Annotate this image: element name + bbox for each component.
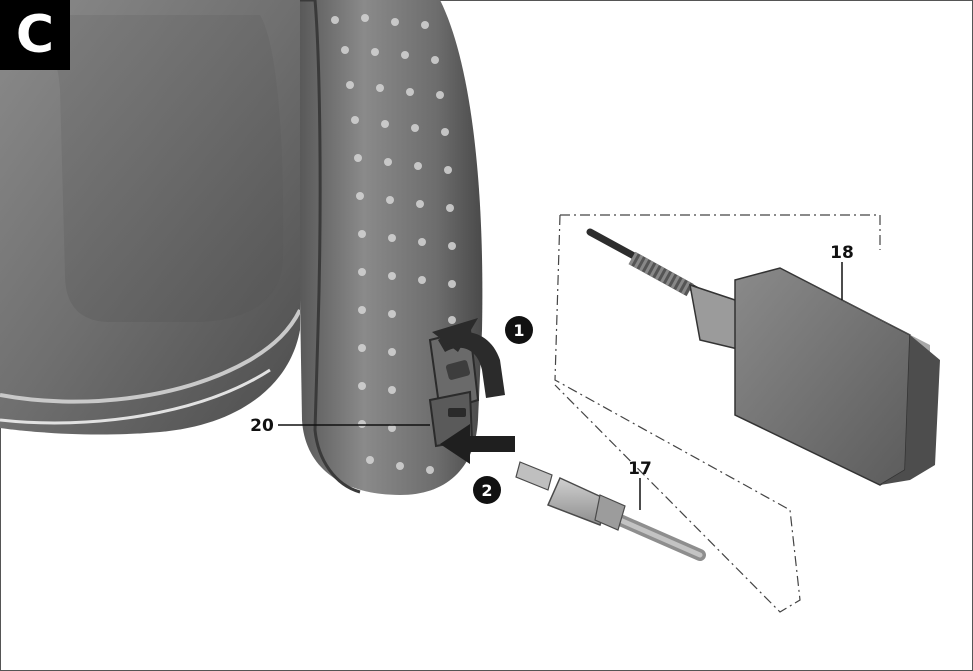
usb-charger (689, 267, 940, 486)
step-1-number: 1 (513, 321, 524, 340)
charger-cable (586, 228, 704, 297)
callout-18: 18 (830, 243, 854, 263)
accessory-boundary (554, 214, 881, 613)
rotate-arrow-icon (432, 318, 505, 398)
usb-port-cover (428, 328, 480, 448)
device-body (0, 0, 302, 435)
callout-20: 20 (250, 416, 274, 436)
step-2-number: 2 (481, 481, 492, 500)
figure-letter: C (0, 0, 70, 70)
usb-cable (515, 461, 706, 561)
step-2-marker: 2 (473, 476, 501, 504)
push-arrow-icon (440, 424, 515, 464)
callout-17: 17 (628, 459, 652, 479)
step-1-marker: 1 (505, 316, 533, 344)
